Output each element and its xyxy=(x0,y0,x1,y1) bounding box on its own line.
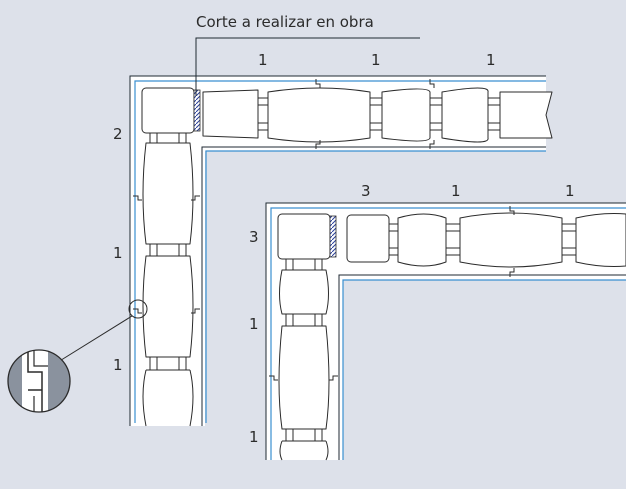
corner-a-side-label-3: 1 xyxy=(113,356,123,374)
corner-a-side-label-1: 2 xyxy=(113,125,123,143)
corner-b-labels: 3 1 1 3 1 1 xyxy=(249,182,575,446)
corner-b-frame xyxy=(265,202,626,460)
detail-magnifier xyxy=(7,299,148,413)
corner-a xyxy=(129,75,553,427)
corner-a-cut-area xyxy=(193,89,201,132)
corner-b-corner-block xyxy=(277,213,331,260)
corner-b-horizontal-blocks xyxy=(346,206,626,277)
annotation-leader-line xyxy=(195,37,420,96)
corner-a-labels: 1 1 1 2 1 1 xyxy=(113,51,496,374)
corner-a-frame xyxy=(129,75,546,426)
corner-b-top-label-2: 1 xyxy=(451,182,461,200)
corner-a-top-label-3: 1 xyxy=(486,51,496,69)
corner-a-top-label-2: 1 xyxy=(371,51,381,69)
corner-b xyxy=(265,202,626,461)
corner-a-top-label-1: 1 xyxy=(258,51,268,69)
corner-b-cut-area xyxy=(329,215,337,258)
annotation-text: Corte a realizar en obra xyxy=(196,13,374,31)
cut-annotation: Corte a realizar en obra xyxy=(195,13,420,96)
corner-b-top-label-3: 1 xyxy=(565,182,575,200)
corner-b-top-label-1: 3 xyxy=(361,182,371,200)
detail-circle xyxy=(7,349,71,413)
detail-focus-circle xyxy=(128,299,148,319)
corner-b-vertical-blocks xyxy=(269,259,338,461)
detail-leader-line xyxy=(57,315,133,363)
corner-b-side-label-2: 1 xyxy=(249,315,259,333)
corner-b-wall xyxy=(266,203,626,460)
corner-a-side-label-2: 1 xyxy=(113,244,123,262)
corner-b-side-label-3: 1 xyxy=(249,428,259,446)
corner-b-side-label-1: 3 xyxy=(249,228,259,246)
corner-a-vertical-blocks xyxy=(133,133,200,427)
corner-a-horizontal-blocks xyxy=(202,79,553,149)
corner-a-corner-block xyxy=(141,87,195,134)
